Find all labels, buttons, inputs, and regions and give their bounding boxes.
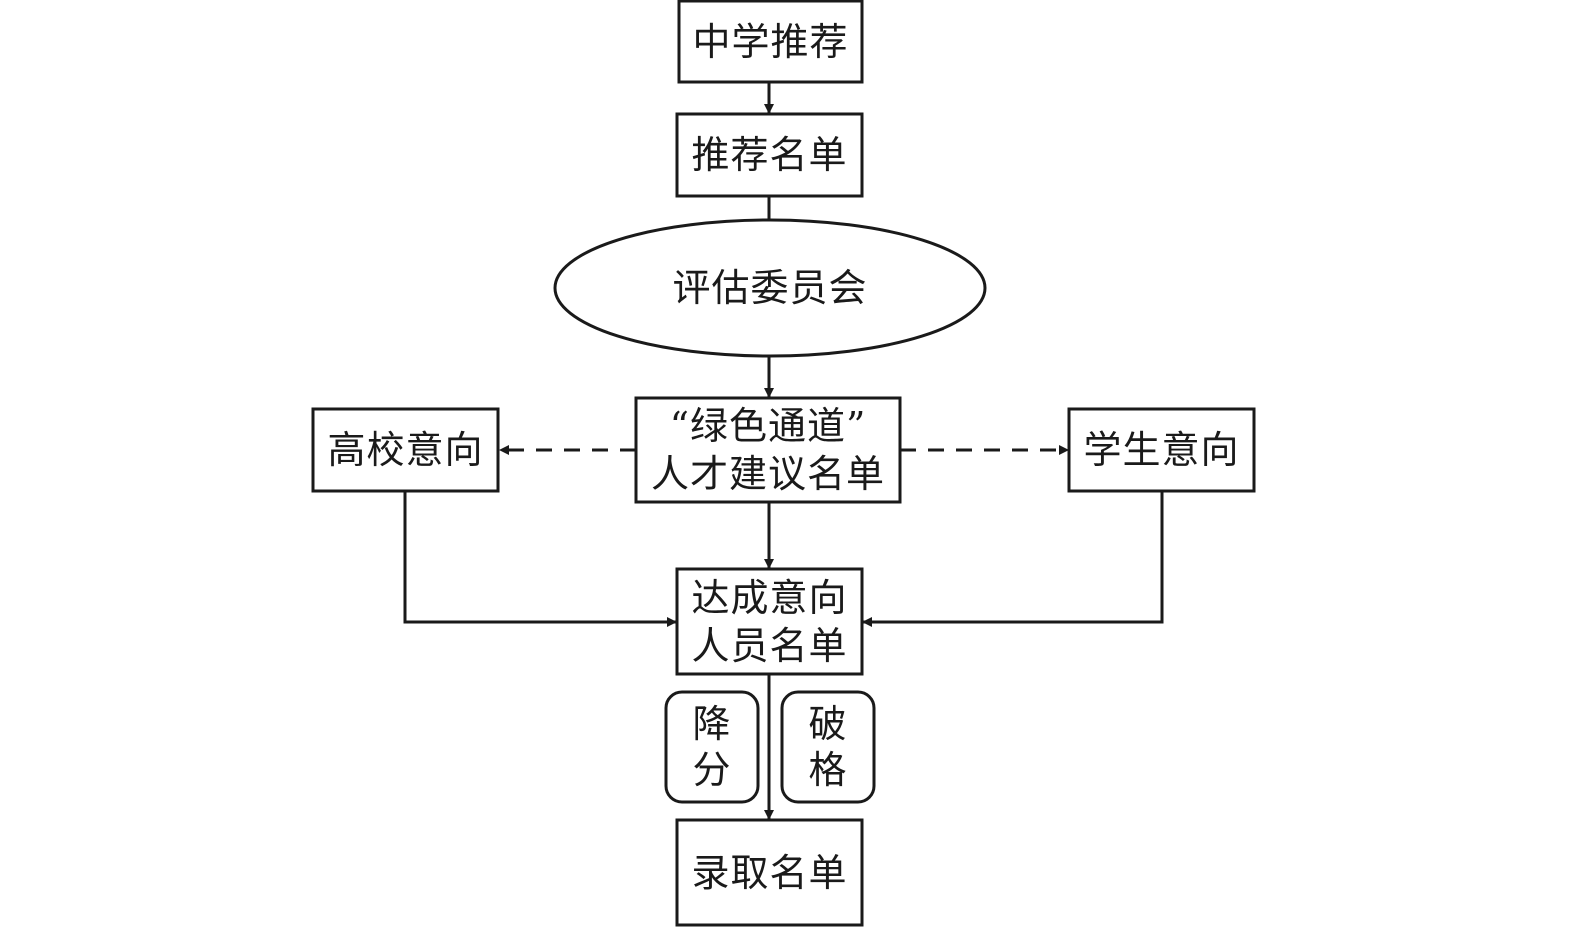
label-agreed-line1: 达成意向 bbox=[691, 575, 848, 620]
label-admission-list-text: 录取名单 bbox=[691, 850, 848, 895]
label-university-intent-text: 高校意向 bbox=[327, 428, 484, 472]
label-student-intent: 学生意向 bbox=[1069, 409, 1254, 491]
box-reduce-score bbox=[664, 690, 760, 804]
label-admission-list: 录取名单 bbox=[677, 820, 862, 925]
label-exception-line2: 格 bbox=[808, 748, 848, 792]
label-evaluation-committee: 评估委员会 bbox=[555, 220, 985, 356]
label-exception: 破 格 bbox=[782, 692, 874, 802]
label-middle-school-recommend: 中学推荐 bbox=[679, 1, 862, 82]
box-exception bbox=[780, 690, 876, 804]
label-exception-line1: 破 bbox=[808, 702, 848, 746]
label-middle-school-recommend-text: 中学推荐 bbox=[692, 19, 849, 64]
label-recommend-list-text: 推荐名单 bbox=[691, 133, 848, 177]
label-evaluation-committee-text: 评估委员会 bbox=[672, 266, 868, 310]
label-green-channel-line1: “绿色通道” bbox=[669, 404, 867, 448]
box-admission-list bbox=[675, 818, 864, 927]
label-green-channel-line2: 人才建议名单 bbox=[650, 452, 885, 496]
label-recommend-list: 推荐名单 bbox=[677, 114, 862, 196]
label-agreed-list: 达成意向 人员名单 bbox=[677, 569, 862, 674]
arrow-student-to-agreed bbox=[862, 491, 1164, 627]
label-university-intent: 高校意向 bbox=[313, 409, 498, 491]
label-reduce-score-line2: 分 bbox=[692, 748, 732, 792]
label-reduce-score-line1: 降 bbox=[692, 702, 732, 746]
label-student-intent-text: 学生意向 bbox=[1083, 428, 1240, 472]
label-green-channel: “绿色通道” 人才建议名单 bbox=[636, 398, 900, 502]
label-reduce-score: 降 分 bbox=[666, 692, 758, 802]
arrow-university-to-agreed bbox=[403, 491, 677, 627]
label-agreed-line2: 人员名单 bbox=[691, 623, 848, 668]
